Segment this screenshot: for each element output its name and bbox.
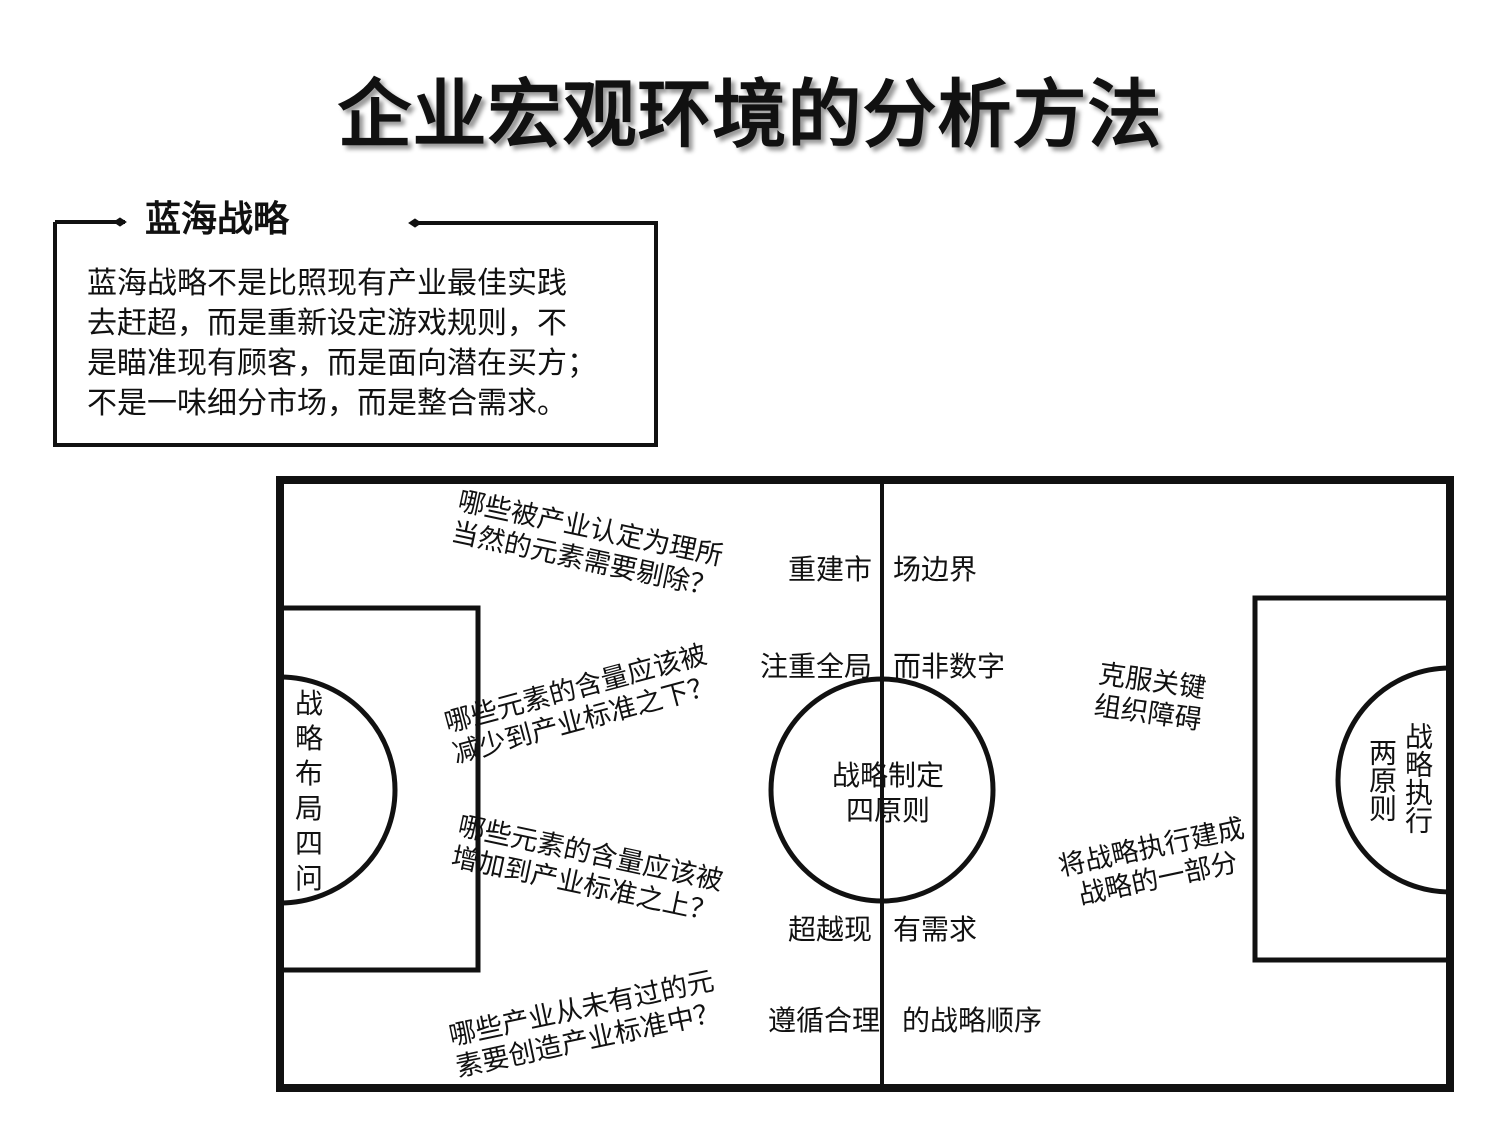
right-goal-arc bbox=[1335, 665, 1451, 895]
principle-1-right: 场边界 bbox=[893, 553, 978, 586]
right-goal-label-2: 两原则 bbox=[1365, 738, 1398, 822]
principle-2-right: 而非数字 bbox=[893, 650, 1006, 683]
principle-4-right: 的战略顺序 bbox=[902, 1004, 1043, 1037]
section-heading: 蓝海战略 bbox=[145, 199, 290, 240]
principle-2-left: 注重全局 bbox=[759, 650, 872, 683]
left-penalty-box bbox=[277, 605, 481, 973]
right-goal-label-1: 战略执行 bbox=[1401, 722, 1434, 834]
right-penalty-box bbox=[1252, 595, 1453, 963]
principle-3-right: 有需求 bbox=[893, 913, 978, 946]
center-circle-label: 战略制定 四原则 bbox=[831, 759, 944, 827]
principle-4-left: 遵循合理 bbox=[767, 1004, 880, 1037]
principle-1-left: 重建市 bbox=[787, 553, 872, 586]
left-goal-arc bbox=[279, 674, 398, 906]
center-circle bbox=[768, 676, 996, 904]
left-goal-label: 战略布局四问 bbox=[294, 687, 323, 895]
frame-diamond-left bbox=[113, 217, 127, 227]
section-body: 蓝海战略不是比照现有产业最佳实践 去赶超，而是重新设定游戏规则，不 是瞄准现有顾… bbox=[87, 266, 597, 421]
page-title: 企业宏观环境的分析方法 bbox=[337, 72, 1163, 158]
frame-diamond-right bbox=[408, 218, 422, 228]
principle-3-left: 超越现 bbox=[787, 913, 872, 946]
